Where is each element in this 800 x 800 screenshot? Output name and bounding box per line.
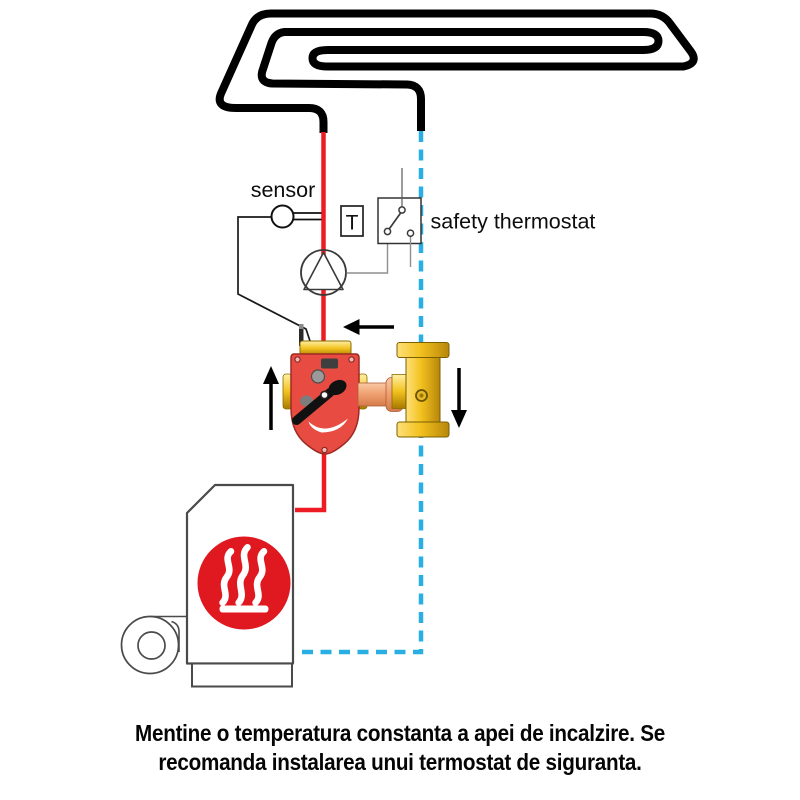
fan-volute	[171, 620, 180, 652]
valve-screw-right	[348, 356, 355, 363]
flow-arrow-down-icon	[451, 368, 467, 428]
temperature-sensor	[237, 204, 322, 342]
pump-icon	[303, 251, 344, 291]
boiler	[120, 483, 295, 688]
valve-smile-highlight	[308, 418, 348, 433]
flow-arrow-left-icon	[343, 319, 394, 335]
sensor-capillary	[237, 216, 311, 342]
supply-pipe-lower	[295, 450, 327, 513]
thermostat-pump-wire	[346, 235, 389, 274]
valve-screw-bottom	[321, 446, 328, 454]
caption-line-1: Mentine o temperatura constanta a apei d…	[135, 720, 665, 747]
tee-flange-bottom	[396, 421, 450, 438]
valve-label-plate	[321, 358, 338, 369]
valve-body	[290, 353, 360, 455]
heating-coil-icon	[215, 9, 698, 133]
safety-thermostat	[340, 168, 422, 274]
return-pipe	[297, 131, 424, 655]
flow-arrow-up-icon	[263, 366, 279, 430]
valve-pivot	[320, 390, 329, 400]
flow-arrows	[263, 319, 467, 430]
thermostat-t-label: T	[346, 212, 359, 235]
switch-contact-left	[383, 227, 392, 236]
tee-fitting	[357, 342, 450, 438]
thermostat-switch-box	[377, 197, 422, 245]
switch-contact-top	[398, 206, 406, 214]
circulation-pump	[300, 132, 347, 343]
tee-flange-top	[396, 342, 450, 358]
boiler-base	[191, 662, 293, 688]
caption-line-2: recomanda instalarea unui termostat de s…	[158, 749, 641, 776]
flame-icon	[219, 544, 268, 607]
valve-pin-tip	[299, 324, 304, 329]
safety-thermostat-label: safety thermostat	[431, 210, 596, 234]
thermostat-t-box	[340, 205, 364, 237]
sensor-bulb-icon	[270, 204, 295, 229]
switch-blade-icon	[388, 212, 402, 230]
burner-fan-inner	[137, 631, 166, 660]
flame-icon-bar	[219, 605, 269, 613]
switch-contact-right	[406, 229, 415, 238]
valve-pin	[299, 324, 304, 346]
valve-screw-left	[294, 356, 301, 363]
tee-screw-center	[419, 393, 424, 398]
sensor-label: sensor	[251, 178, 316, 202]
valve-knob	[310, 369, 326, 384]
valve-lever-paddle	[328, 379, 347, 396]
pump-outline	[300, 249, 347, 296]
mixing-valve	[282, 324, 368, 455]
